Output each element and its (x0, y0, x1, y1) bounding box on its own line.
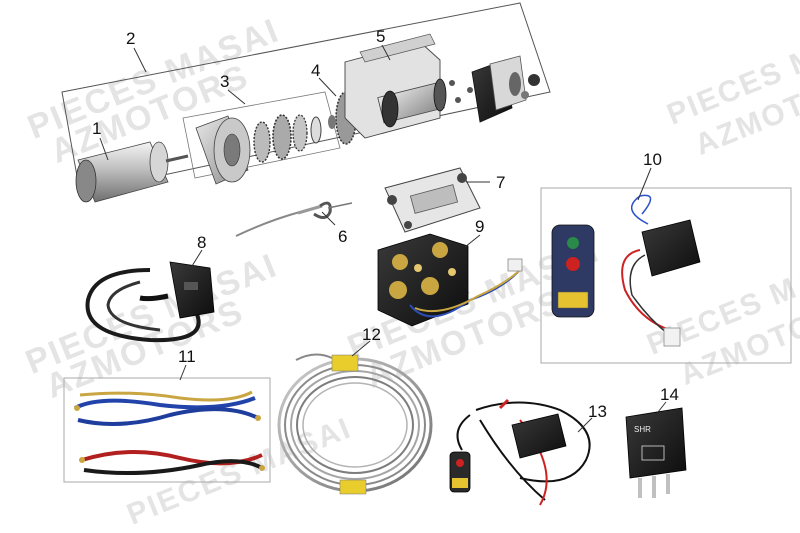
gear-reduction-box (182, 91, 341, 179)
callout-13: 13 (588, 402, 607, 421)
hook-strap-part (235, 201, 353, 237)
power-cables-box (63, 377, 271, 483)
callout-14: 14 (660, 385, 679, 404)
parts-diagram: SHR (61, 2, 792, 506)
callout-1: 1 (92, 119, 102, 138)
callout-7: 7 (496, 173, 506, 192)
callout-9: 9 (475, 217, 485, 236)
wire-rope-part (277, 353, 433, 495)
callout-4: 4 (311, 61, 321, 80)
leader-lines (99, 44, 667, 433)
callout-3: 3 (220, 72, 230, 91)
relay-label: SHR (634, 425, 651, 434)
callout-8: 8 (197, 233, 207, 252)
winch-frame-part (344, 33, 473, 139)
gearbox-housing-part (195, 114, 322, 185)
callout-6: 6 (338, 227, 348, 246)
wireless-receiver-part (621, 194, 701, 347)
roller-fairlead-part (384, 167, 481, 233)
relay-part (625, 407, 687, 498)
wireless-remote-box (540, 187, 792, 364)
gear-housing-end-part (471, 55, 540, 123)
wireless-remote-part (551, 224, 595, 318)
handlebar-switch-part (85, 261, 215, 343)
callout-10: 10 (643, 150, 662, 169)
callout-11: 11 (178, 347, 196, 366)
power-cables-part (74, 390, 265, 476)
callout-5: 5 (376, 27, 386, 46)
winch-assembly-box (61, 2, 551, 194)
motor-part (75, 141, 189, 203)
contactor-box-part (377, 233, 523, 327)
wired-remote-part (449, 398, 591, 506)
callout-2: 2 (126, 29, 136, 48)
callout-12: 12 (362, 325, 381, 344)
